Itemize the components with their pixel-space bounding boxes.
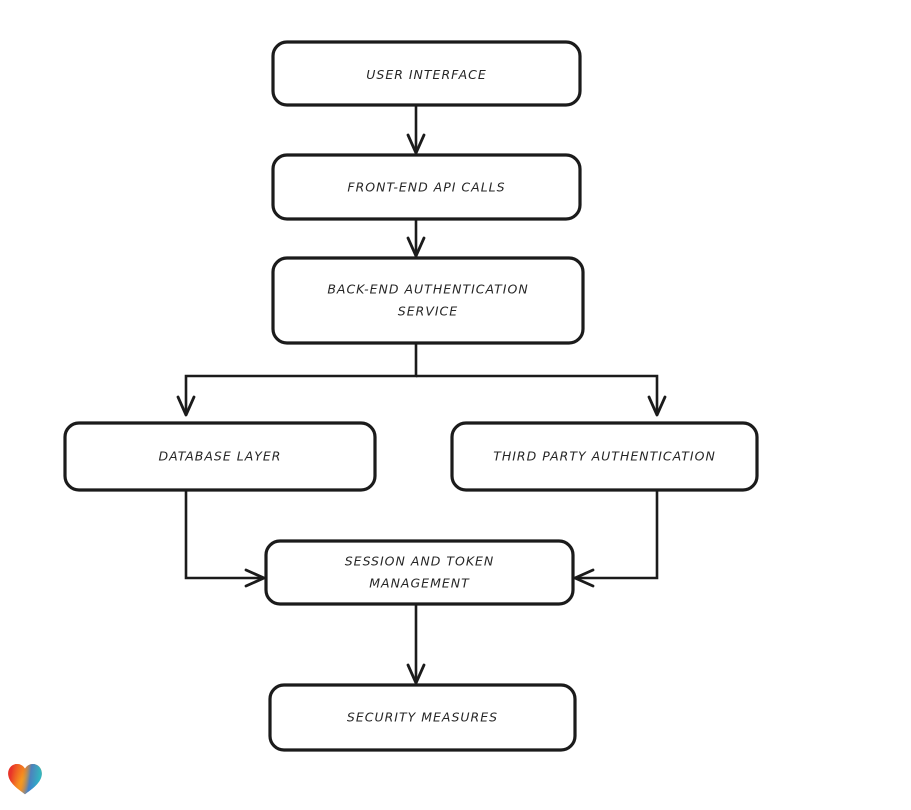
- node-user-interface[interactable]: USER INTERFACE: [271, 40, 582, 107]
- node-database-layer-shape[interactable]: [63, 421, 377, 492]
- edge-ui-to-api: [406, 105, 426, 155]
- node-front-end-api-calls[interactable]: FRONT-END API CALLS: [271, 153, 582, 221]
- node-security-measures[interactable]: SECURITY MEASURES: [268, 683, 577, 752]
- node-back-end-authentication-service-label-line2: SERVICE: [398, 304, 458, 319]
- node-user-interface-shape[interactable]: [271, 40, 582, 107]
- node-third-party-authentication-label: THIRD PARTY AUTHENTICATION: [493, 449, 716, 464]
- edge-thirdparty-to-session: [573, 490, 659, 588]
- node-session-and-token-management[interactable]: SESSION AND TOKEN MANAGEMENT: [264, 539, 575, 606]
- node-back-end-authentication-service-shape[interactable]: [271, 256, 585, 345]
- node-front-end-api-calls-shape[interactable]: [271, 153, 582, 221]
- node-database-layer[interactable]: DATABASE LAYER: [63, 421, 377, 492]
- edge-database-to-session: [184, 490, 266, 588]
- node-security-measures-label: SECURITY MEASURES: [347, 710, 498, 725]
- heart-icon: [8, 764, 42, 795]
- edge-session-to-security: [406, 604, 426, 685]
- node-third-party-authentication-shape[interactable]: [450, 421, 759, 492]
- node-back-end-authentication-service-label-line1: BACK-END AUTHENTICATION: [327, 282, 528, 297]
- node-session-and-token-management-label-line2: MANAGEMENT: [369, 576, 470, 591]
- node-user-interface-label: USER INTERFACE: [366, 67, 487, 82]
- edge-api-to-backend: [406, 219, 426, 258]
- node-session-and-token-management-shape[interactable]: [264, 539, 575, 606]
- node-third-party-authentication[interactable]: THIRD PARTY AUTHENTICATION: [450, 421, 759, 492]
- node-database-layer-label: DATABASE LAYER: [159, 449, 282, 464]
- node-layer: USER INTERFACE FRONT-END API CALLS BACK-…: [63, 40, 759, 752]
- edge-backend-to-database: [176, 343, 418, 417]
- node-session-and-token-management-label-line1: SESSION AND TOKEN: [345, 554, 495, 569]
- node-front-end-api-calls-label: FRONT-END API CALLS: [347, 180, 505, 195]
- node-back-end-authentication-service[interactable]: BACK-END AUTHENTICATION SERVICE: [271, 256, 585, 345]
- edge-backend-to-thirdparty: [416, 374, 667, 417]
- edge-layer: [176, 105, 667, 685]
- node-security-measures-shape[interactable]: [268, 683, 577, 752]
